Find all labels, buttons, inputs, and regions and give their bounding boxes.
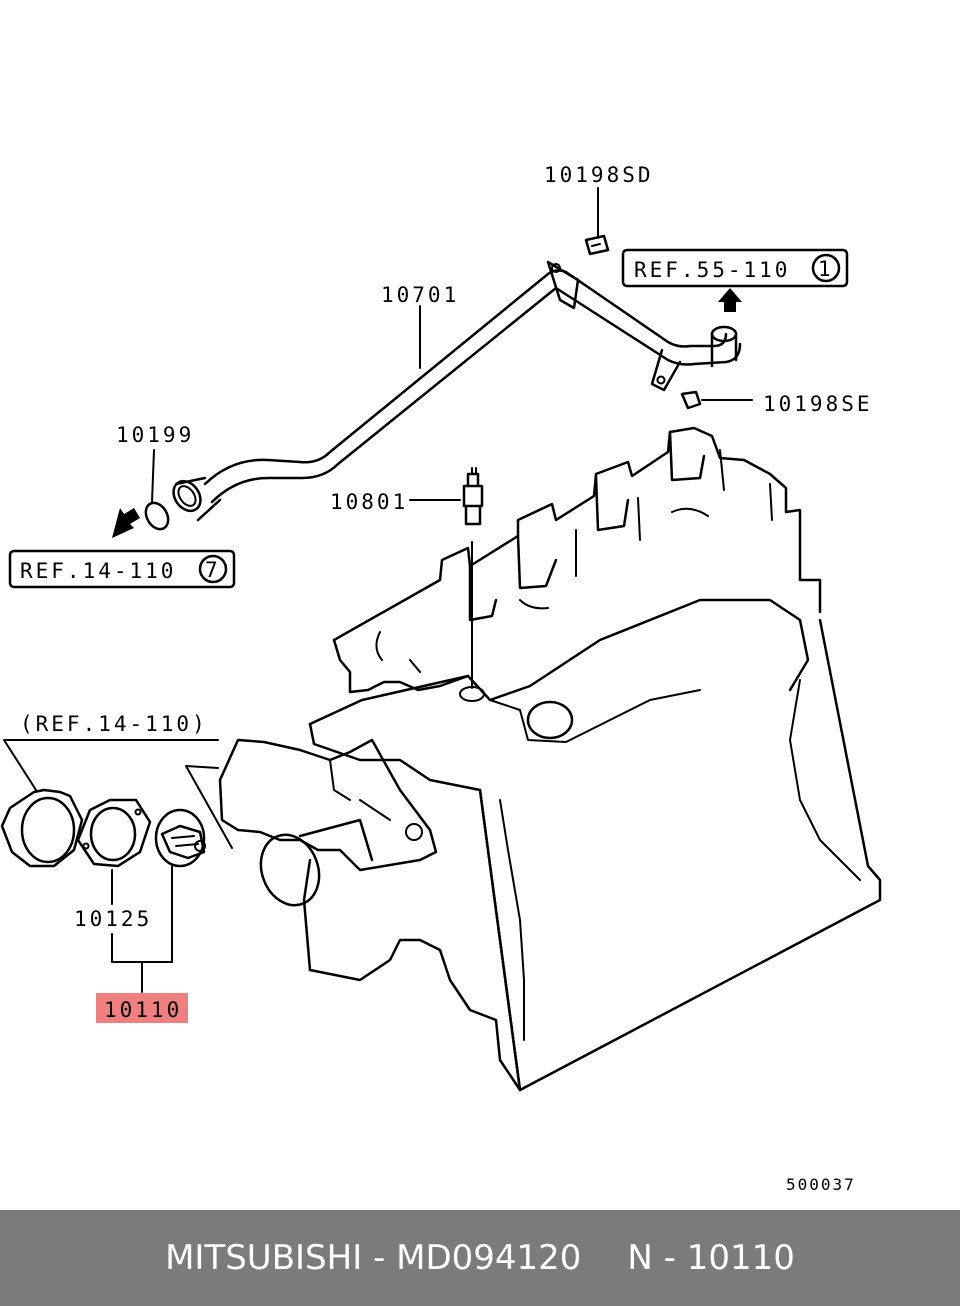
bolt-10198se[interactable] xyxy=(680,390,702,410)
leader-10110-bracket xyxy=(111,865,173,993)
ref-14-110-circle-number: 7 xyxy=(205,558,218,582)
footer-ref-code: N - 10110 xyxy=(627,1238,795,1278)
water-pipe-10701[interactable] xyxy=(168,260,742,522)
gasket-10125[interactable] xyxy=(76,798,152,868)
label-10198sd[interactable]: 10198SD xyxy=(544,163,654,187)
ref-14-110-box[interactable]: REF.14-110 7 xyxy=(8,549,236,589)
housing-gasket-ref14[interactable] xyxy=(0,788,84,868)
ref-55-110-text: REF.55-110 xyxy=(634,258,790,282)
footer-brand-part: MITSUBISHI - MD094120 xyxy=(165,1238,582,1278)
ref-55-110-box[interactable]: REF.55-110 1 xyxy=(621,248,849,288)
temperature-sensor-10801[interactable] xyxy=(462,467,484,526)
label-10110[interactable]: 10110 xyxy=(104,998,182,1022)
ref-55-110-circle-number: 1 xyxy=(818,257,831,281)
label-10801[interactable]: 10801 xyxy=(330,490,408,514)
engine-block xyxy=(185,426,882,1092)
leader-ref14-top xyxy=(3,739,219,791)
label-ref-14-110[interactable]: (REF.14-110) xyxy=(20,712,208,736)
footer-bar: MITSUBISHI - MD094120 N - 10110 xyxy=(0,1210,960,1306)
thermostat-10110[interactable] xyxy=(154,808,206,868)
parts-diagram: REF.55-110 1 REF.14-110 7 10198SD 10701 … xyxy=(0,163,882,1194)
o-ring-10199[interactable] xyxy=(141,499,172,533)
drawing-number: 500037 xyxy=(786,1175,856,1194)
leader-10199 xyxy=(151,449,155,503)
arrow-down-left-icon xyxy=(112,508,140,538)
arrow-up-icon xyxy=(718,288,742,312)
label-10198se[interactable]: 10198SE xyxy=(763,392,873,416)
bolt-10198sd[interactable] xyxy=(584,234,610,256)
label-10199[interactable]: 10199 xyxy=(116,423,194,447)
label-10125[interactable]: 10125 xyxy=(74,907,152,931)
ref-14-110-text: REF.14-110 xyxy=(20,559,176,583)
highlight-10110 xyxy=(96,993,188,1023)
label-10701[interactable]: 10701 xyxy=(381,283,459,307)
